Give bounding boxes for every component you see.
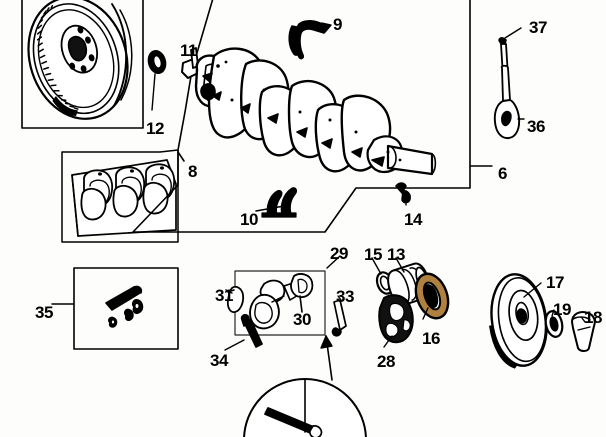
callout-label-34: 34 bbox=[210, 351, 228, 370]
thrust-washer-clip-part bbox=[288, 20, 332, 60]
callout-label-8: 8 bbox=[188, 162, 197, 181]
leader-16 bbox=[422, 307, 429, 320]
leader-29 bbox=[326, 255, 341, 269]
flywheel-illustration bbox=[27, 0, 133, 120]
leader-31 bbox=[225, 289, 233, 294]
leader-34 bbox=[224, 339, 245, 351]
oil-pump-plunger-part bbox=[493, 64, 521, 140]
callout-label-33: 33 bbox=[336, 287, 354, 306]
callout-label-36: 36 bbox=[527, 117, 545, 136]
callout-label-28: 28 bbox=[377, 352, 395, 371]
crankshaft-panel bbox=[132, 0, 471, 233]
flywheel-panel bbox=[21, 0, 144, 129]
callout-label-31: 31 bbox=[215, 286, 233, 305]
callout-label-19: 19 bbox=[553, 300, 571, 319]
leader-8 bbox=[177, 151, 185, 162]
leader-37 bbox=[504, 27, 522, 39]
leader-33 bbox=[337, 295, 342, 301]
callout-label-9: 9 bbox=[333, 15, 342, 34]
callout-label-17: 17 bbox=[546, 273, 564, 292]
detail-circle-contents bbox=[264, 378, 323, 437]
callout-label-35: 35 bbox=[35, 303, 53, 322]
connecting-rod-panel bbox=[234, 270, 326, 336]
pilot-bearing-part bbox=[147, 50, 167, 111]
callout-label-11: 11 bbox=[180, 41, 197, 60]
cotter-bolt-part bbox=[240, 313, 263, 348]
leader-18 bbox=[581, 317, 586, 323]
connecting-rod-bearing-part bbox=[249, 273, 314, 330]
crankshaft-illustration bbox=[181, 47, 437, 176]
callout-label-30: 30 bbox=[293, 310, 311, 329]
callout-label-14: 14 bbox=[404, 210, 422, 229]
hardware-kit-contents bbox=[105, 285, 144, 328]
callout-label-12: 12 bbox=[146, 119, 164, 138]
callout-label-16: 16 bbox=[422, 329, 440, 348]
crankshaft-pulley-part bbox=[489, 273, 548, 369]
callout-label-13: 13 bbox=[387, 245, 405, 264]
callout-label-37: 37 bbox=[529, 18, 547, 37]
pulley-bolt-part bbox=[571, 311, 596, 352]
callout-label-18: 18 bbox=[584, 308, 602, 327]
main-bearing-shells bbox=[71, 159, 177, 237]
hardware-kit-panel bbox=[73, 267, 179, 350]
leader-19 bbox=[551, 309, 555, 317]
balance-weight-part bbox=[378, 294, 414, 344]
leader-10 bbox=[255, 205, 285, 212]
callout-label-29: 29 bbox=[330, 244, 348, 263]
leader-28 bbox=[383, 335, 393, 348]
callout-label-6: 6 bbox=[498, 164, 507, 183]
leader-15 bbox=[371, 257, 382, 275]
callout-label-10: 10 bbox=[240, 210, 258, 229]
pulley-washer-part bbox=[544, 310, 564, 338]
main-bearing-set-panel bbox=[61, 149, 179, 243]
detail-callout-arrow bbox=[320, 335, 333, 381]
leader-17 bbox=[523, 282, 542, 298]
callout-label-15: 15 bbox=[364, 245, 382, 264]
rod-bolt-part bbox=[331, 299, 347, 337]
thrust-washer-part bbox=[414, 272, 450, 320]
leader-13 bbox=[395, 257, 405, 273]
